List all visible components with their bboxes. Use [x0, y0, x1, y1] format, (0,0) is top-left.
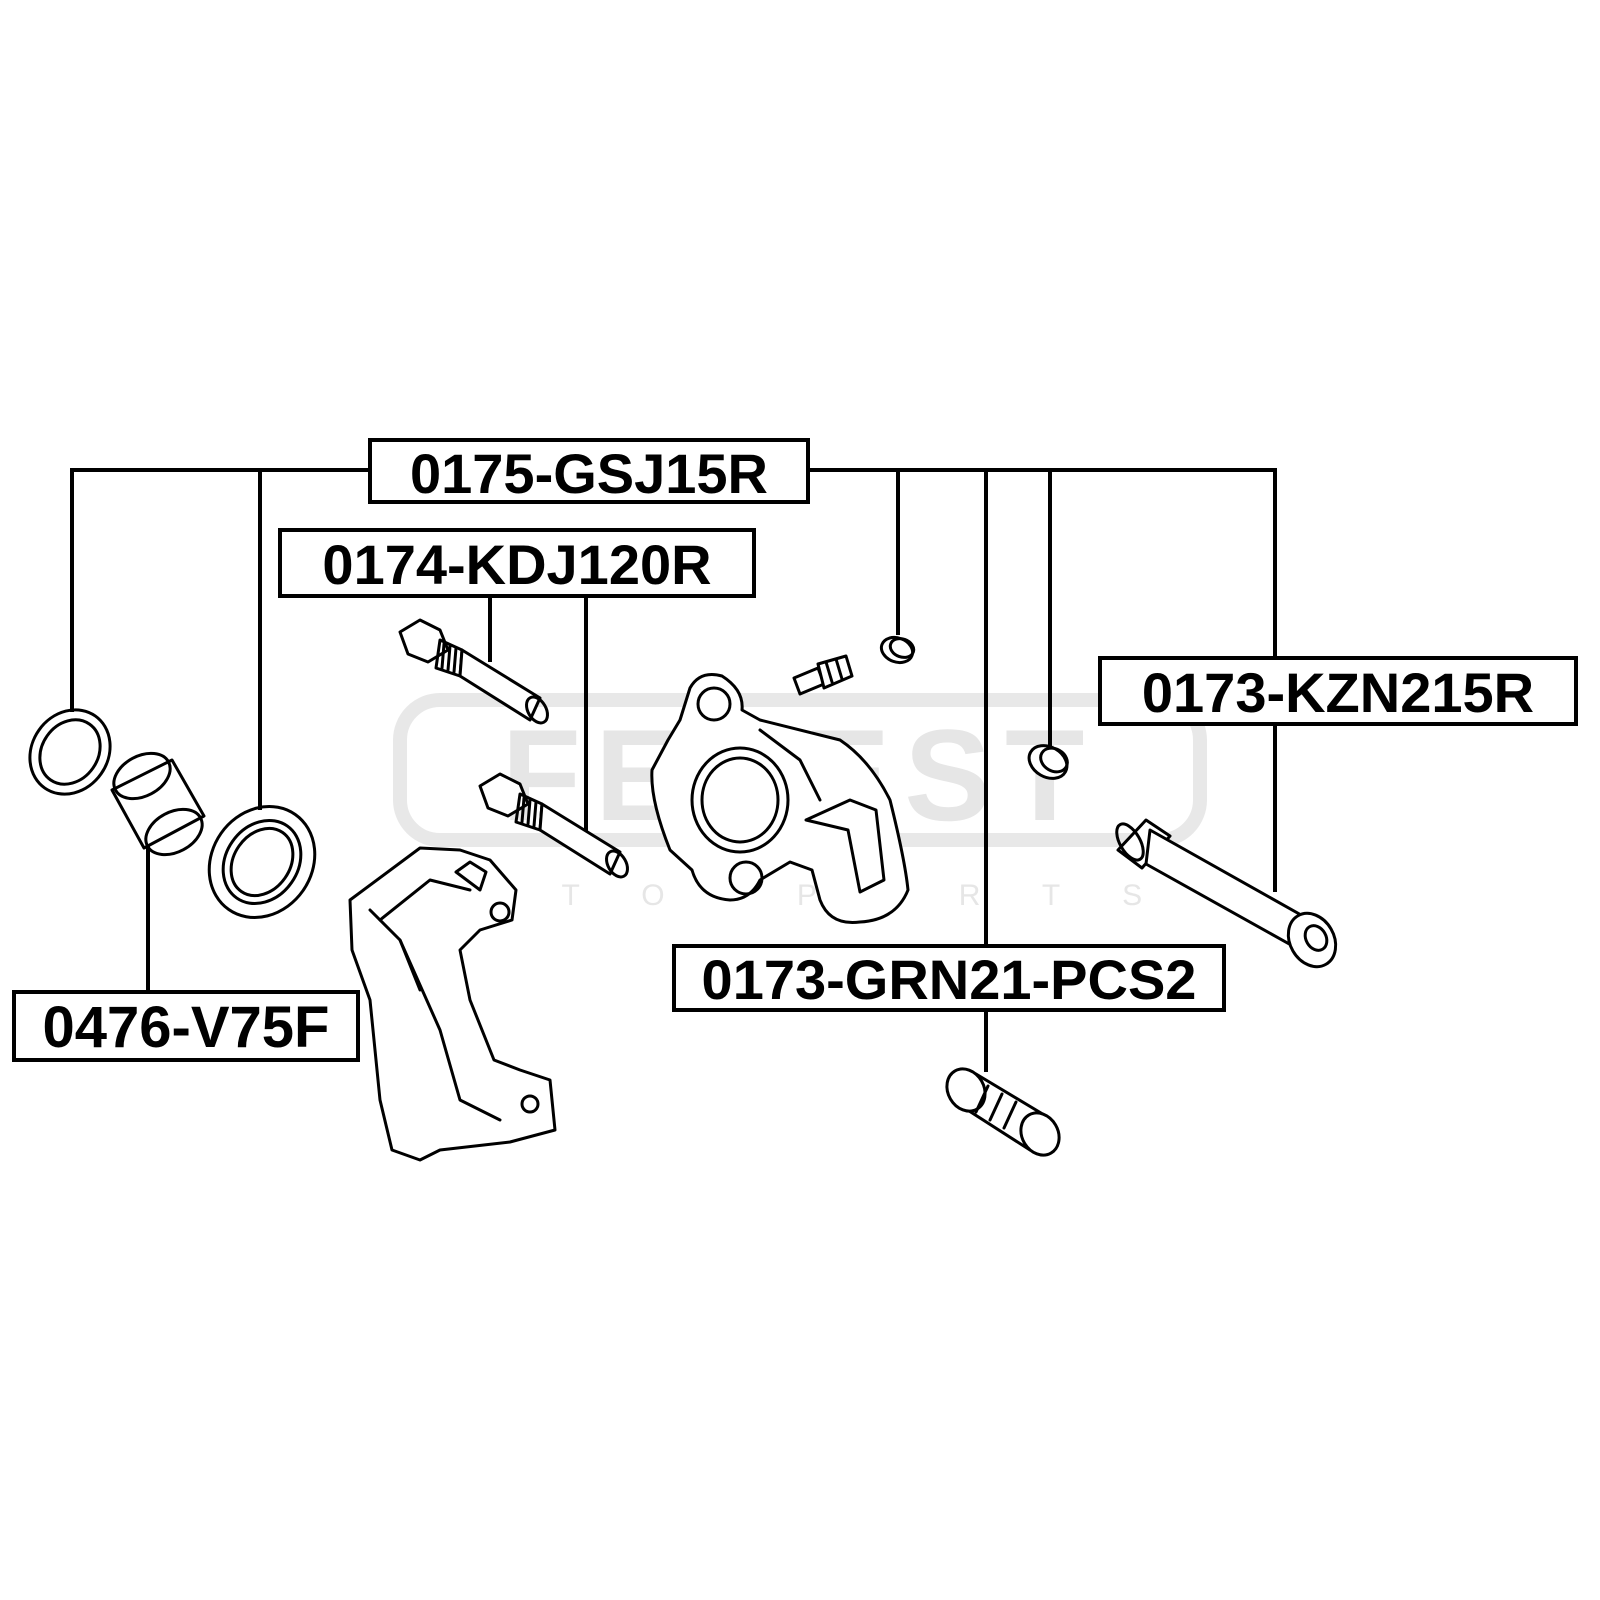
- piston-seal-ring: [28, 708, 112, 796]
- guide-pin-cap: [1027, 744, 1069, 780]
- label-v75f-text: 0476-V75F: [43, 995, 330, 1060]
- label-grn21-text: 0173-GRN21-PCS2: [702, 948, 1197, 1011]
- label-gsj15r-text: 0175-GSJ15R: [410, 442, 768, 505]
- bleeder-screw: [792, 654, 854, 696]
- label-kzn215r-text: 0173-KZN215R: [1142, 661, 1534, 724]
- slide-pin-lower: [478, 772, 629, 879]
- leaders-gsj15r: [70, 468, 1277, 952]
- label-kdj120r-text: 0174-KDJ120R: [322, 533, 711, 596]
- caliper-mounting-bracket: [348, 846, 557, 1162]
- watermark-tagline: AUTO PARTS: [396, 879, 1204, 912]
- guide-pin-boot: [945, 1067, 1061, 1157]
- label-kzn215r: 0173-KZN215R: [1098, 656, 1578, 726]
- piston: [110, 751, 206, 857]
- slide-pin-upper: [398, 618, 549, 725]
- dust-seal: [207, 805, 317, 919]
- label-v75f: 0476-V75F: [12, 990, 360, 1062]
- guide-pin: [1115, 818, 1338, 969]
- bleeder-cap: [879, 635, 916, 665]
- caliper-body: [650, 673, 910, 925]
- label-gsj15r: 0175-GSJ15R: [368, 438, 810, 505]
- label-grn21: 0173-GRN21-PCS2: [672, 944, 1226, 1012]
- leaders-kdj120r: [488, 594, 588, 838]
- label-kdj120r: 0174-KDJ120R: [278, 528, 756, 598]
